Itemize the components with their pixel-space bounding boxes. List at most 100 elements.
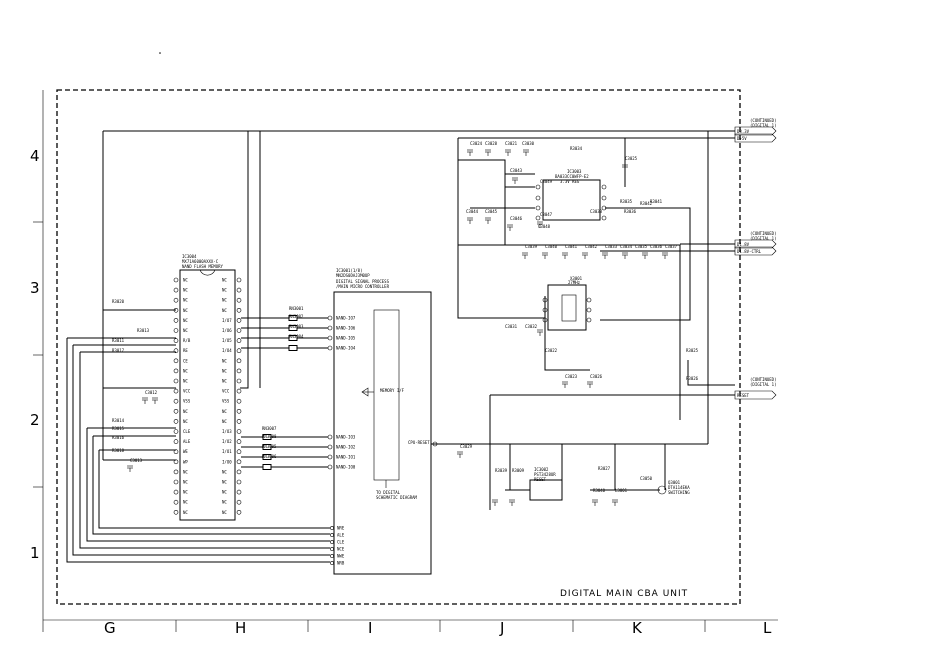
column-label-i: I	[368, 619, 372, 637]
component-ref: R3026	[686, 376, 699, 381]
resistor	[262, 444, 272, 450]
to-digital-label: TO DIGITAL	[376, 490, 401, 495]
pin-label: NC	[222, 358, 227, 363]
pin	[236, 499, 242, 505]
row-ruler: 4 3 2 1	[30, 90, 44, 620]
resistor	[288, 335, 298, 341]
pin-label: I/O6	[222, 328, 232, 333]
component-ref: C3034	[620, 244, 633, 249]
pin-label: NC	[183, 419, 188, 424]
pin	[173, 368, 179, 374]
pin	[236, 449, 242, 455]
pin-label: NAND-IO0	[336, 465, 356, 470]
pin	[236, 368, 242, 374]
pin-label: ALE	[183, 439, 191, 444]
pin	[173, 499, 179, 505]
component-ref: R3039	[495, 468, 508, 473]
pin-label: NC	[183, 308, 188, 313]
pin-label: CLE	[337, 540, 345, 545]
pin	[236, 459, 242, 465]
component-ref: R3041	[650, 199, 663, 204]
crystal-oscillator: X3001 27MHz	[542, 276, 592, 331]
resistor	[262, 464, 272, 470]
pin-label: NAND-IO5	[336, 336, 356, 341]
component-ref: RN3005	[262, 444, 277, 449]
pin-label: NC	[183, 278, 188, 283]
component-ref: L3001	[615, 488, 628, 493]
pin-label: R/B	[183, 338, 191, 343]
row-label-3: 3	[30, 279, 40, 297]
ic-main-ref: IC3001(1/8)	[336, 268, 363, 273]
component-ref: C3022	[545, 348, 558, 353]
component-ref: C3040	[545, 244, 558, 249]
pin-label: NC	[222, 379, 227, 384]
component-ref: R3042	[640, 201, 653, 206]
column-label-k: K	[632, 619, 643, 637]
unit-label: DIGITAL MAIN CBA UNIT	[560, 589, 688, 599]
pin-label: NC	[183, 318, 188, 323]
component-ref: C3041	[565, 244, 578, 249]
unit-border	[56, 89, 741, 605]
pin	[432, 441, 438, 447]
component-ref: RN3003	[289, 324, 304, 329]
pin-label: WP	[183, 459, 188, 464]
to-digital-sub: SCHEMATIC DIAGRAM	[376, 495, 418, 500]
component-ref: R3020	[112, 299, 125, 304]
pin	[236, 287, 242, 293]
ic-reg-part: BA033CC0WFP-E2	[555, 174, 589, 179]
pin	[236, 338, 242, 343]
component-ref: R3018	[112, 448, 125, 453]
pin-label: NC	[183, 409, 188, 414]
pin-label: NC	[222, 510, 227, 515]
pin	[327, 325, 333, 331]
pin-label: NRE	[337, 526, 345, 531]
row-label-1: 1	[30, 544, 40, 562]
column-label-j: J	[499, 619, 504, 637]
ic-memory-ref: IC3004	[182, 254, 197, 259]
component-ref: RN3006	[262, 454, 277, 459]
ic-main-part: MN2DS0DAJ3M0UP	[336, 273, 370, 278]
component-ref: RN3008	[262, 434, 277, 439]
pin-label: VCC	[222, 389, 230, 394]
connector-note: (CONTINUED)	[750, 377, 777, 382]
cpu-reset-label: CPU-RESET	[408, 440, 430, 445]
ic-main-desc1: DIGITAL SIGNAL PROCESS	[336, 279, 390, 284]
pin	[173, 439, 179, 444]
component-ref: R3013	[137, 328, 150, 333]
ic-reset: IC3002 PST3428UR RESET	[529, 467, 563, 501]
pin	[236, 328, 242, 333]
ic-reset-desc: RESET	[534, 477, 547, 482]
component-ref: R3009	[512, 468, 525, 473]
component-ref: R3015	[112, 426, 125, 431]
pin	[236, 277, 242, 283]
connector-reset: (CONTINUED) (DIGITAL 1) RESET	[734, 377, 777, 400]
pin-label: NC	[222, 308, 227, 313]
pin	[236, 408, 242, 414]
component-ref: C3042	[585, 244, 598, 249]
pin	[173, 509, 179, 515]
pin-label: NC	[183, 298, 188, 303]
pin	[330, 526, 334, 530]
ic-reg-desc: 3.3V REG	[560, 179, 580, 184]
component-ref: C3044	[466, 209, 479, 214]
pin	[173, 328, 179, 333]
pin	[330, 533, 334, 537]
pin	[327, 315, 333, 321]
component-ref: R3017	[112, 348, 125, 353]
component-ref: C3045	[485, 209, 498, 214]
pin	[236, 307, 242, 313]
pin-label: NAND-IO1	[336, 455, 356, 460]
ic-memory-desc: NAND FLASH MEMORY	[182, 264, 224, 269]
pin	[173, 408, 179, 414]
net-label: D1.8V	[737, 242, 750, 247]
pin-label: NC	[222, 500, 227, 505]
resistor	[262, 454, 272, 460]
transistor-ref: Q3001	[668, 480, 681, 485]
pin-label: NC	[222, 278, 227, 283]
pin	[236, 348, 242, 354]
pin-label: VSS	[222, 399, 230, 404]
transistor-part: DTA114EKA	[668, 485, 690, 490]
pin	[327, 335, 333, 341]
pin	[236, 398, 242, 404]
